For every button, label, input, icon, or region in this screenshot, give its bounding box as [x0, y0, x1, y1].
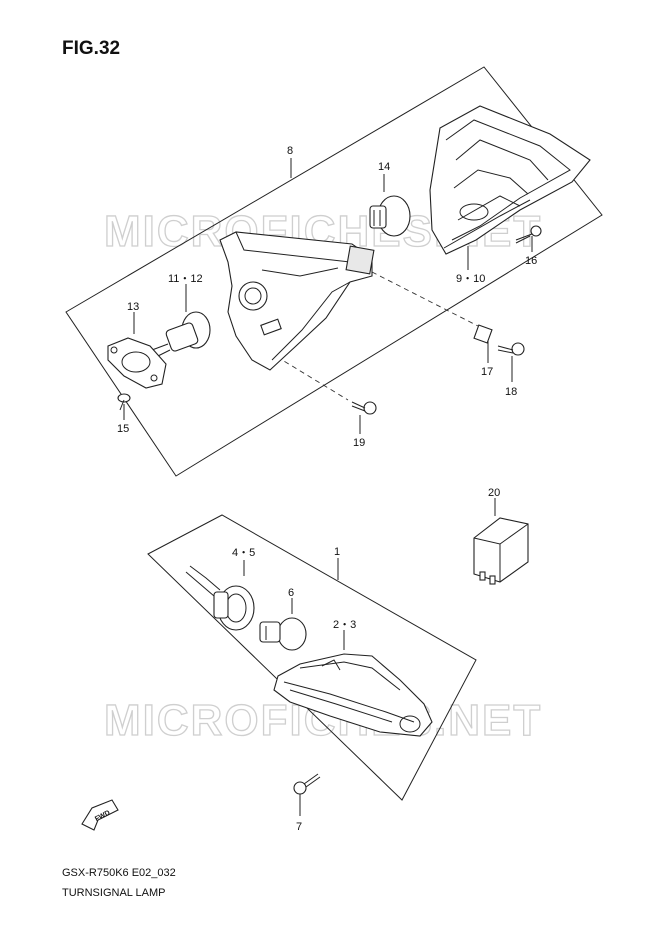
- figure-caption: TURNSIGNAL LAMP: [62, 887, 166, 899]
- label-13: 13: [127, 301, 139, 313]
- label-7: 7: [296, 821, 302, 833]
- label-20: 20: [488, 487, 500, 499]
- label-19: 19: [353, 437, 365, 449]
- model-code: GSX-R750K6 E02_032: [62, 867, 176, 879]
- socket-part-4-5: [185, 565, 255, 631]
- lower-leaders: [243, 558, 345, 816]
- screw-part-19: [351, 401, 377, 415]
- label-15: 15: [117, 423, 129, 435]
- upper-labels: 8 14 11・12 13 15 9・10 16 17 18 19: [117, 145, 537, 449]
- clip-part-17: [473, 324, 493, 344]
- grommet-part-13: [107, 337, 167, 389]
- label-9-10: 9・10: [456, 273, 485, 285]
- label-4-5: 4・5: [232, 547, 255, 559]
- front-lens-part-2-3: [273, 653, 433, 737]
- lower-labels: 1 4・5 6 2・3 7: [232, 546, 356, 833]
- bulb-part-14: [369, 195, 411, 237]
- label-18: 18: [505, 386, 517, 398]
- figure-title: FIG.32: [62, 38, 120, 59]
- screw-part-16: [515, 225, 542, 244]
- socket-part-11-12: [131, 311, 211, 371]
- lower-assembly-frame: [147, 514, 477, 801]
- upper-leaders: [123, 158, 533, 434]
- label-16: 16: [525, 255, 537, 267]
- label-14: 14: [378, 161, 390, 173]
- label-11-12: 11・12: [168, 273, 203, 285]
- upper-assembly-frame: [65, 66, 603, 477]
- label-8: 8: [287, 145, 293, 157]
- label-17: 17: [481, 366, 493, 378]
- label-2-3: 2・3: [333, 619, 356, 631]
- label-6: 6: [288, 587, 294, 599]
- fwd-arrow-icon: FWD: [81, 799, 119, 831]
- relay-part-20: 20: [473, 487, 529, 585]
- housing-bracket-part: [219, 231, 375, 371]
- rear-lens-part-9-10: [429, 105, 591, 255]
- label-1: 1: [334, 546, 340, 558]
- screw-part-18: [497, 342, 525, 356]
- screw-part-15: [117, 393, 131, 411]
- screw-part-7: [293, 773, 321, 795]
- bulb-part-6: [259, 617, 307, 651]
